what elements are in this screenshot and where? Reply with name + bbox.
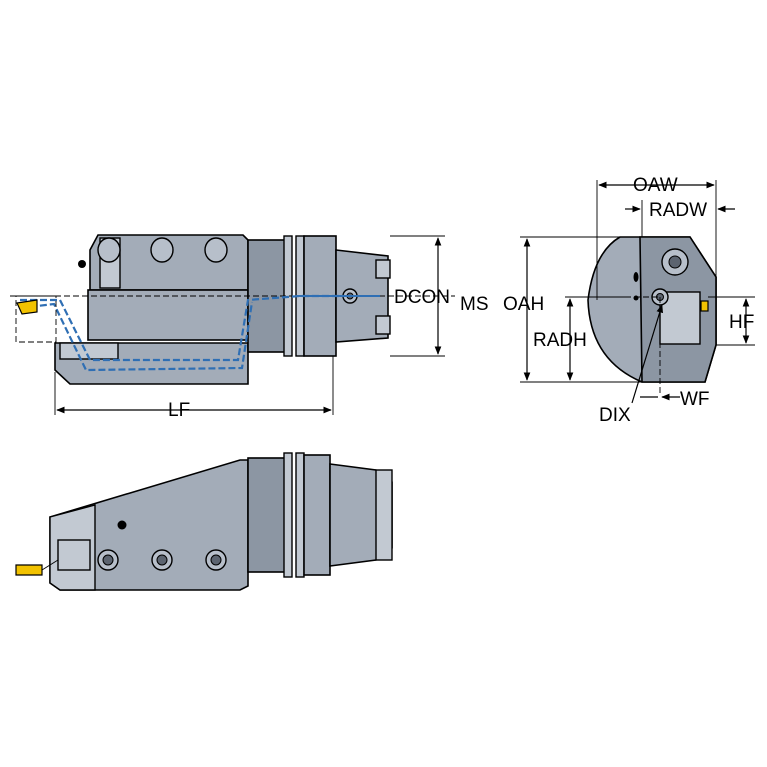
flange bbox=[303, 454, 331, 576]
cutting-insert-icon bbox=[16, 299, 38, 315]
oaw-label: OAW bbox=[633, 175, 678, 196]
front-view: OAW RADW OAH RADH HF WF DIX bbox=[503, 175, 755, 426]
hf-label: HF bbox=[729, 312, 754, 333]
shank bbox=[247, 457, 287, 573]
dix-label: DIX bbox=[599, 405, 631, 426]
cutting-insert-icon bbox=[700, 300, 709, 312]
side-view: LF DCON MS bbox=[10, 234, 489, 421]
holder-body bbox=[87, 289, 249, 341]
collar-ring bbox=[295, 452, 305, 578]
pin-icon bbox=[117, 520, 127, 530]
insert-pocket bbox=[57, 539, 91, 571]
top-view bbox=[15, 452, 393, 591]
screw-icon bbox=[204, 237, 228, 263]
cutting-zone-outline bbox=[15, 295, 57, 343]
radh-label: RADH bbox=[533, 330, 587, 351]
screw-icon bbox=[97, 237, 121, 263]
wf-label: WF bbox=[680, 389, 710, 410]
screw-icon bbox=[150, 237, 174, 263]
radw-label: RADW bbox=[649, 200, 707, 221]
pin-icon bbox=[78, 260, 86, 268]
lf-label: LF bbox=[168, 400, 190, 421]
collar-ring bbox=[283, 452, 293, 578]
coolant-channel bbox=[20, 294, 345, 362]
oah-label: OAH bbox=[503, 294, 544, 315]
dix-dimension bbox=[631, 304, 663, 404]
dcon-label: DCON bbox=[394, 287, 450, 308]
cutting-insert-icon bbox=[15, 564, 43, 576]
drive-key bbox=[375, 315, 391, 335]
drive-key bbox=[375, 259, 391, 279]
ms-label: MS bbox=[460, 294, 489, 315]
coolant-channel bbox=[19, 301, 254, 372]
